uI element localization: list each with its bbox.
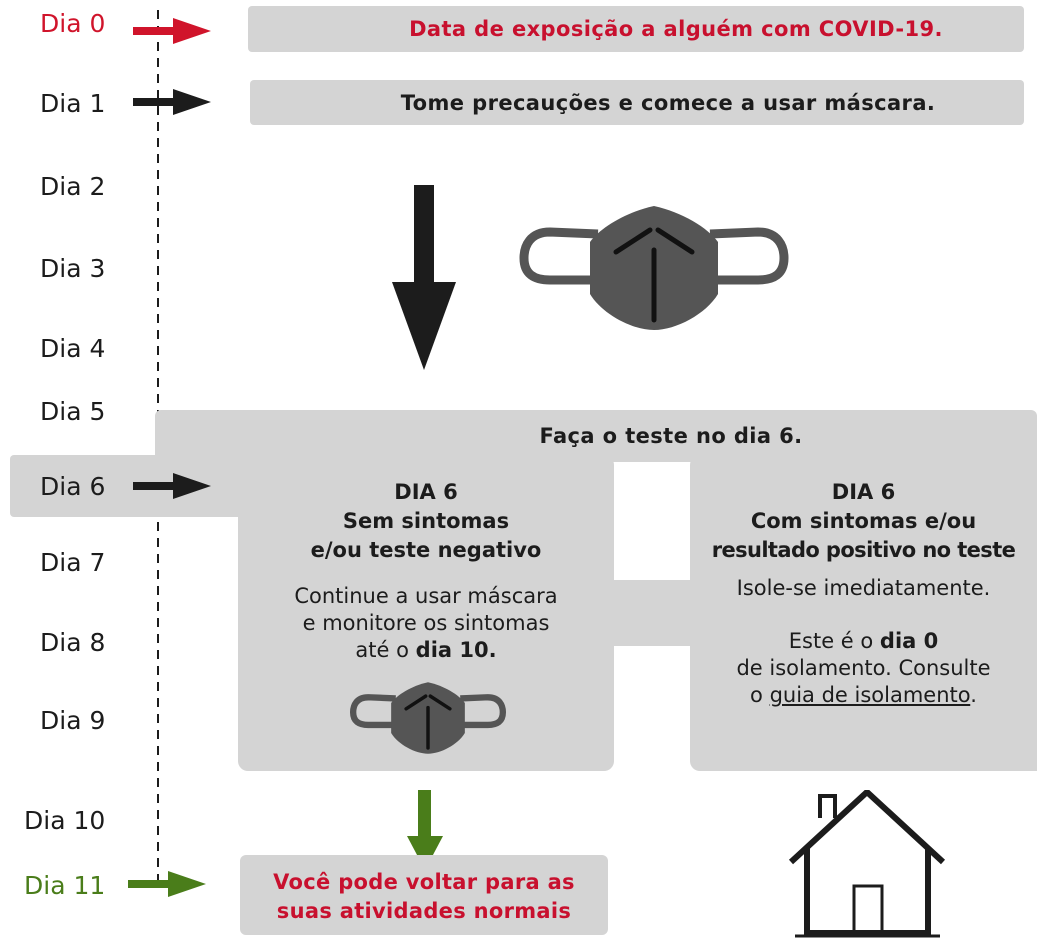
positive-heading-day: DIA 6 <box>831 480 896 504</box>
exposure-banner-text: Data de exposição a alguém com COVID-19. <box>409 17 943 41</box>
positive-outcome-content: DIA 6 Com sintomas e/ou resultado positi… <box>690 478 1037 709</box>
negative-outcome-content: DIA 6 Sem sintomas e/ou teste negativo C… <box>238 478 614 664</box>
face-mask-icon <box>519 206 789 330</box>
exposure-banner: Data de exposição a alguém com COVID-19. <box>248 6 1024 52</box>
day10-emphasis: dia 10. <box>415 638 497 662</box>
negative-heading-day: DIA 6 <box>394 480 458 504</box>
day-label-6: Dia 6 <box>40 472 106 501</box>
precautions-banner: Tome precauções e comece a usar máscara. <box>250 80 1024 125</box>
arrow-down-icon <box>407 790 443 870</box>
negative-heading-line2: e/ou teste negativo <box>310 538 542 562</box>
house-icon <box>788 790 946 938</box>
negative-body-line1: Continue a usar máscara <box>294 584 558 608</box>
day-label-4: Dia 4 <box>40 334 106 363</box>
day-label-5: Dia 5 <box>40 397 106 426</box>
arrow-down-icon <box>392 185 456 370</box>
day-label-10: Dia 10 <box>24 806 106 835</box>
positive-body-line2: Este é o dia 0 <box>788 629 939 653</box>
negative-body-line3: até o dia 10. <box>355 638 497 662</box>
day-label-1: Dia 1 <box>40 89 106 118</box>
positive-body-line4: o guia de isolamento. <box>750 683 977 707</box>
arrow-right-icon <box>128 871 206 897</box>
day-label-0: Dia 0 <box>40 9 106 38</box>
positive-body-line3: de isolamento. Consulte <box>736 656 991 680</box>
day0-emphasis: dia 0 <box>879 629 939 653</box>
return-normal-content: Você pode voltar para as suas atividades… <box>240 868 608 926</box>
arrow-right-icon <box>133 89 211 115</box>
face-mask-icon <box>349 682 507 754</box>
positive-body-line1: Isole-se imediatamente. <box>736 576 991 600</box>
day-label-8: Dia 8 <box>40 628 106 657</box>
day-label-11: Dia 11 <box>24 871 106 900</box>
positive-outcome-box <box>690 455 1037 771</box>
day-label-2: Dia 2 <box>40 172 106 201</box>
negative-body-line2: e monitore os sintomas <box>302 611 550 635</box>
return-normal-line1: Você pode voltar para as <box>273 870 575 894</box>
positive-heading-line2: resultado positivo no teste <box>711 538 1016 562</box>
day-label-9: Dia 9 <box>40 706 106 735</box>
test-banner-text: Faça o teste no dia 6. <box>539 424 803 448</box>
return-normal-line2: suas atividades normais <box>276 899 572 923</box>
return-normal-box <box>240 855 608 935</box>
day-label-3: Dia 3 <box>40 254 106 283</box>
arrow-right-icon <box>133 473 211 499</box>
arrow-right-icon <box>133 18 211 44</box>
box-connector <box>612 580 690 646</box>
precautions-banner-text: Tome precauções e comece a usar máscara. <box>400 90 936 115</box>
negative-heading-line1: Sem sintomas <box>342 509 510 533</box>
day-label-7: Dia 7 <box>40 548 106 577</box>
isolation-guide-link[interactable]: guia de isolamento <box>769 683 971 707</box>
test-banner <box>155 410 1037 462</box>
positive-heading-line1: Com sintomas e/ou <box>750 509 977 533</box>
